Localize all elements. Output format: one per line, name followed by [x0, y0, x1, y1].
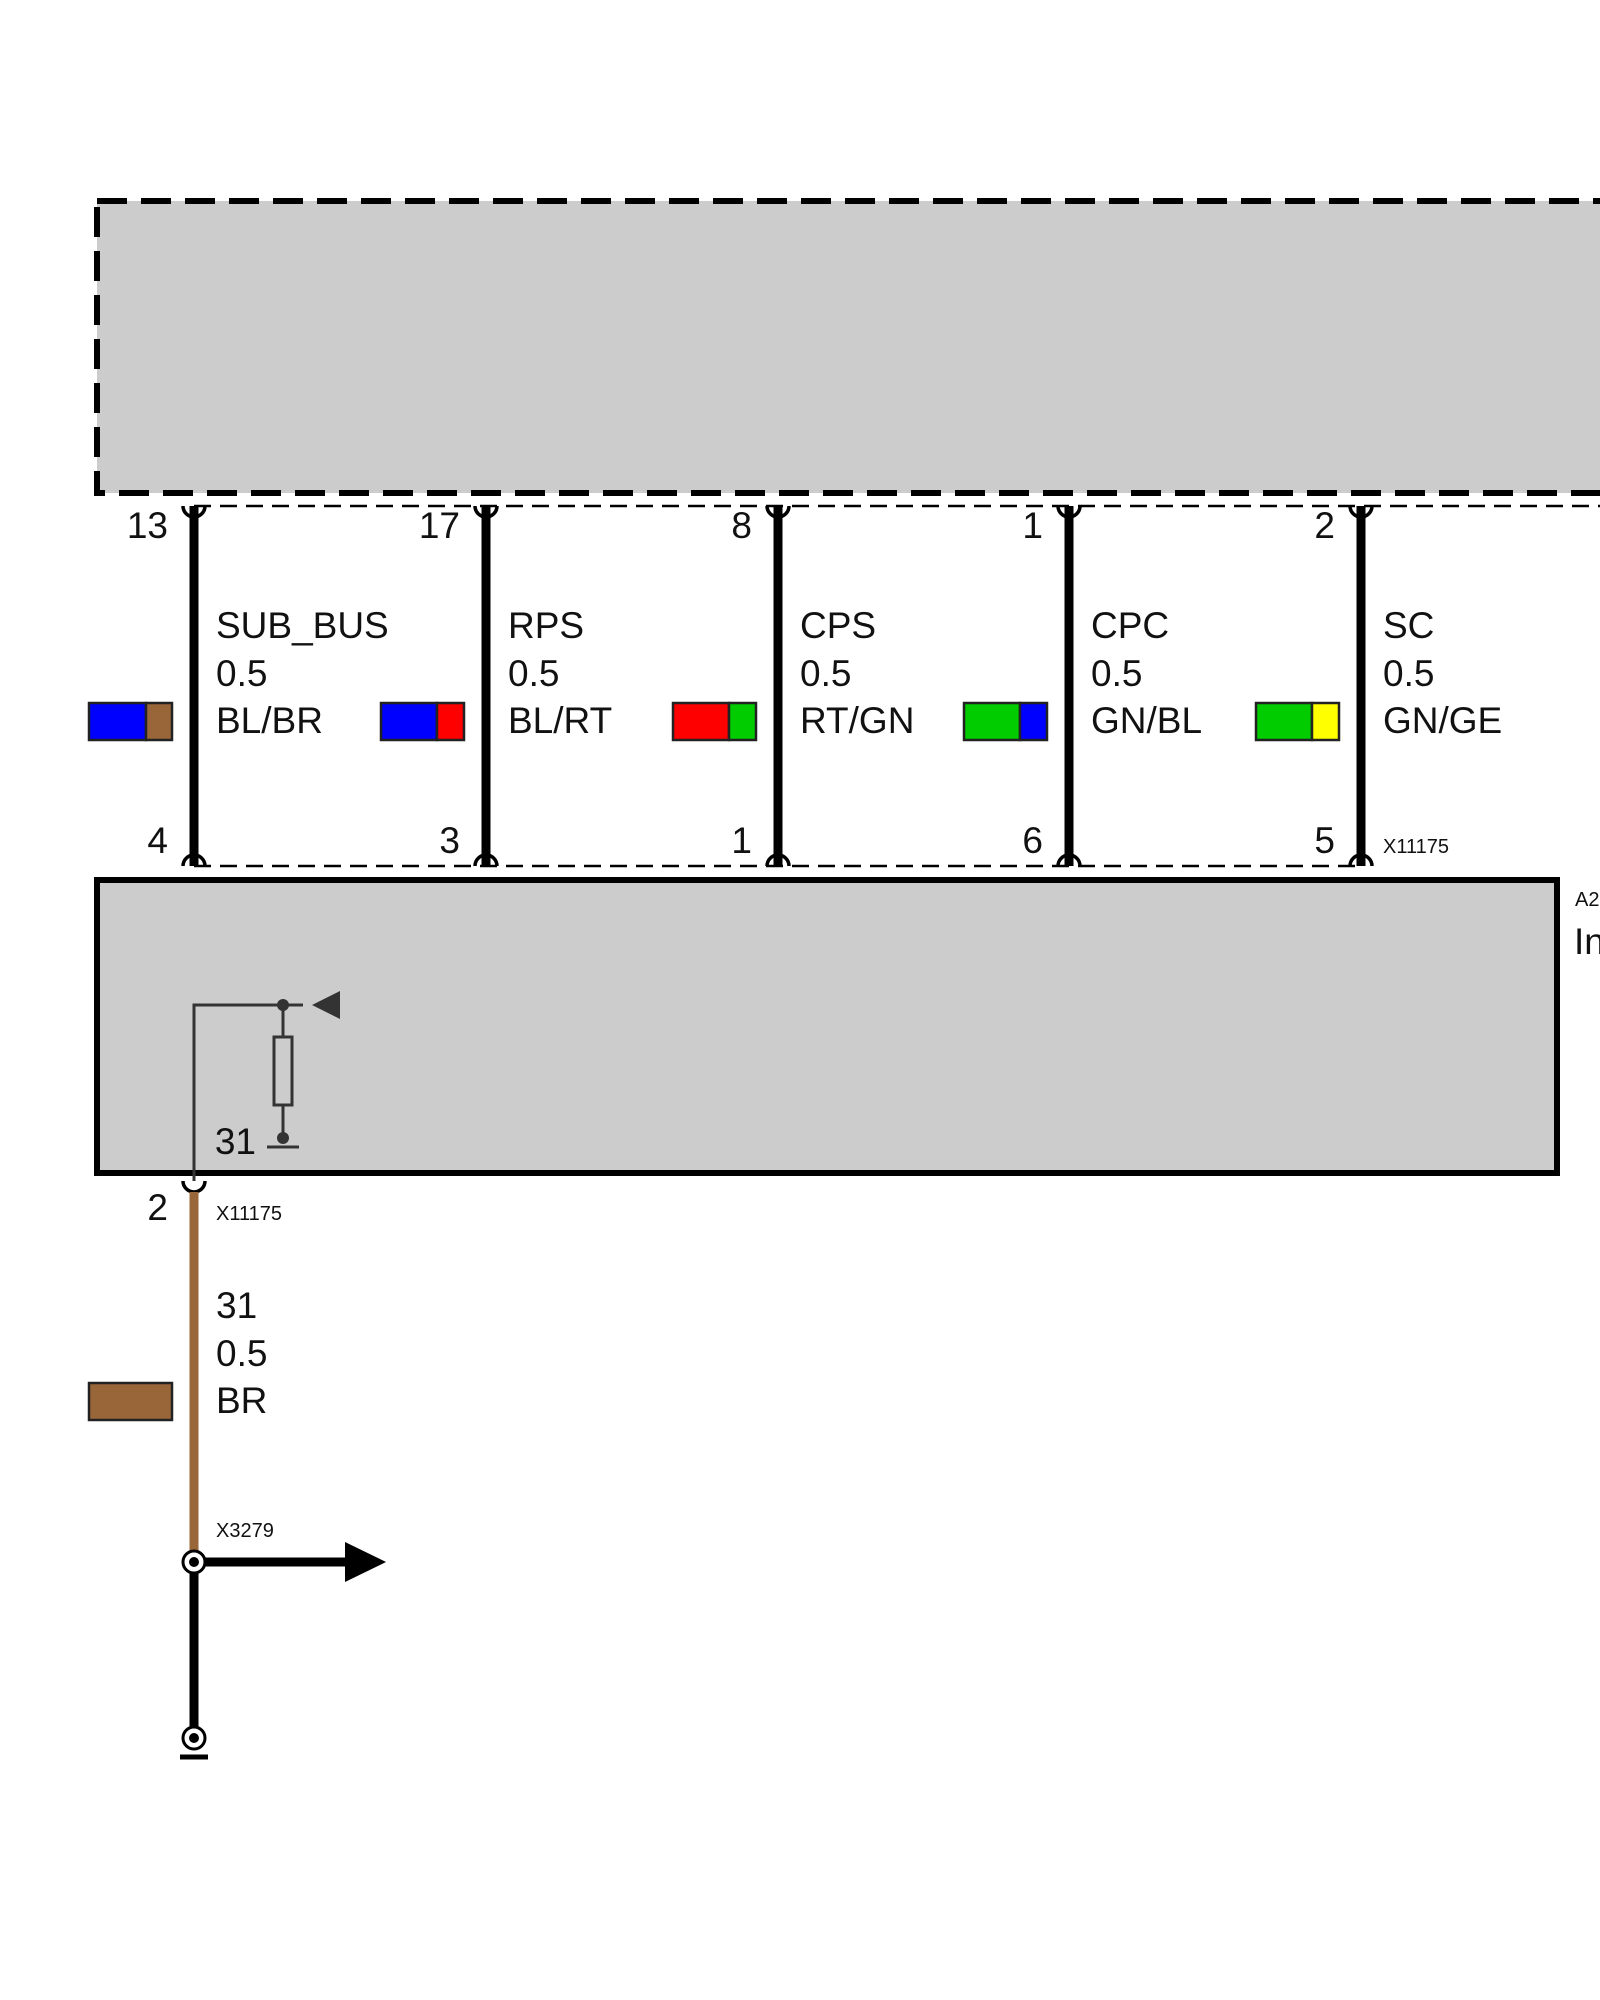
- wire-cpc: 1 6 CPC 0.5 GN/BL: [962, 505, 1202, 867]
- top-pin-3: 8: [731, 505, 752, 546]
- wire-color-code-1: BL/BR: [216, 700, 323, 741]
- wire-sub-bus: 13 4 SUB_BUS 0.5 BL/BR: [87, 505, 389, 867]
- top-pin-4: 1: [1022, 505, 1043, 546]
- bottom-connector-label: X11175: [1383, 836, 1449, 858]
- ground-wire: 2 X11175 31 0.5 BR: [87, 1180, 282, 1730]
- wire-signal-1: SUB_BUS: [216, 605, 389, 646]
- wire-color-code-5: GN/GE: [1383, 700, 1502, 741]
- wire-gauge-4: 0.5: [1091, 653, 1142, 694]
- color-swatch-3-primary: [671, 701, 731, 742]
- top-pin-5: 2: [1314, 505, 1335, 546]
- color-swatch-1-secondary: [144, 701, 174, 742]
- color-swatch-1-primary: [87, 701, 148, 742]
- wire-gauge-2: 0.5: [508, 653, 559, 694]
- ground-connector-label: X11175: [216, 1203, 282, 1225]
- ground-color-swatch: [87, 1381, 174, 1422]
- color-swatch-2-primary: [379, 701, 439, 742]
- wire-signal-5: SC: [1383, 605, 1434, 646]
- ground-wire-color-code: BR: [216, 1380, 267, 1421]
- lower-module-box: [94, 877, 1560, 1176]
- internal-ground-circuit: 31: [192, 991, 340, 1181]
- splice-x3279: X3279: [181, 1520, 386, 1582]
- wire-signal-2: RPS: [508, 605, 584, 646]
- ground-wire-gauge: 0.5: [216, 1333, 267, 1374]
- module-name-fragment: In: [1574, 921, 1600, 962]
- wire-color-code-4: GN/BL: [1091, 700, 1202, 741]
- wire-gauge-3: 0.5: [800, 653, 851, 694]
- wire-cps: 8 1 CPS 0.5 RT/GN: [671, 505, 914, 867]
- ground-pin: 2: [147, 1187, 168, 1228]
- bottom-pin-4: 6: [1022, 820, 1043, 861]
- color-swatch-5-primary: [1254, 701, 1314, 742]
- splice-label: X3279: [216, 1520, 274, 1542]
- ground-wire-signal: 31: [216, 1285, 257, 1326]
- wire-gauge-1: 0.5: [216, 653, 267, 694]
- bottom-pin-1: 4: [147, 820, 168, 861]
- color-swatch-5-secondary: [1310, 701, 1341, 742]
- splice-arrow-icon: [345, 1542, 386, 1582]
- bottom-pin-5: 5: [1314, 820, 1335, 861]
- wire-color-code-3: RT/GN: [800, 700, 914, 741]
- color-swatch-3-secondary: [727, 701, 758, 742]
- top-pin-2: 17: [419, 505, 460, 546]
- signal-arrow-icon: [312, 991, 340, 1019]
- wire-signal-3: CPS: [800, 605, 876, 646]
- bottom-pin-3: 1: [731, 820, 752, 861]
- wire-rps: 17 3 RPS 0.5 BL/RT: [379, 505, 612, 867]
- upper-module-box: [94, 198, 1600, 496]
- color-swatch-4-primary: [962, 701, 1022, 742]
- internal-ground-label: 31: [215, 1121, 256, 1162]
- wire-color-code-2: BL/RT: [508, 700, 612, 741]
- top-pin-1: 13: [127, 505, 168, 546]
- wire-gauge-5: 0.5: [1383, 653, 1434, 694]
- bottom-pin-2: 3: [439, 820, 460, 861]
- color-swatch-4-secondary: [1018, 701, 1049, 742]
- ground-terminal-icon: [180, 1725, 208, 1760]
- color-swatch-2-secondary: [435, 701, 466, 742]
- wire-sc: 2 5 SC 0.5 GN/GE: [1254, 505, 1502, 867]
- wire-signal-4: CPC: [1091, 605, 1169, 646]
- module-id: A2: [1575, 889, 1599, 911]
